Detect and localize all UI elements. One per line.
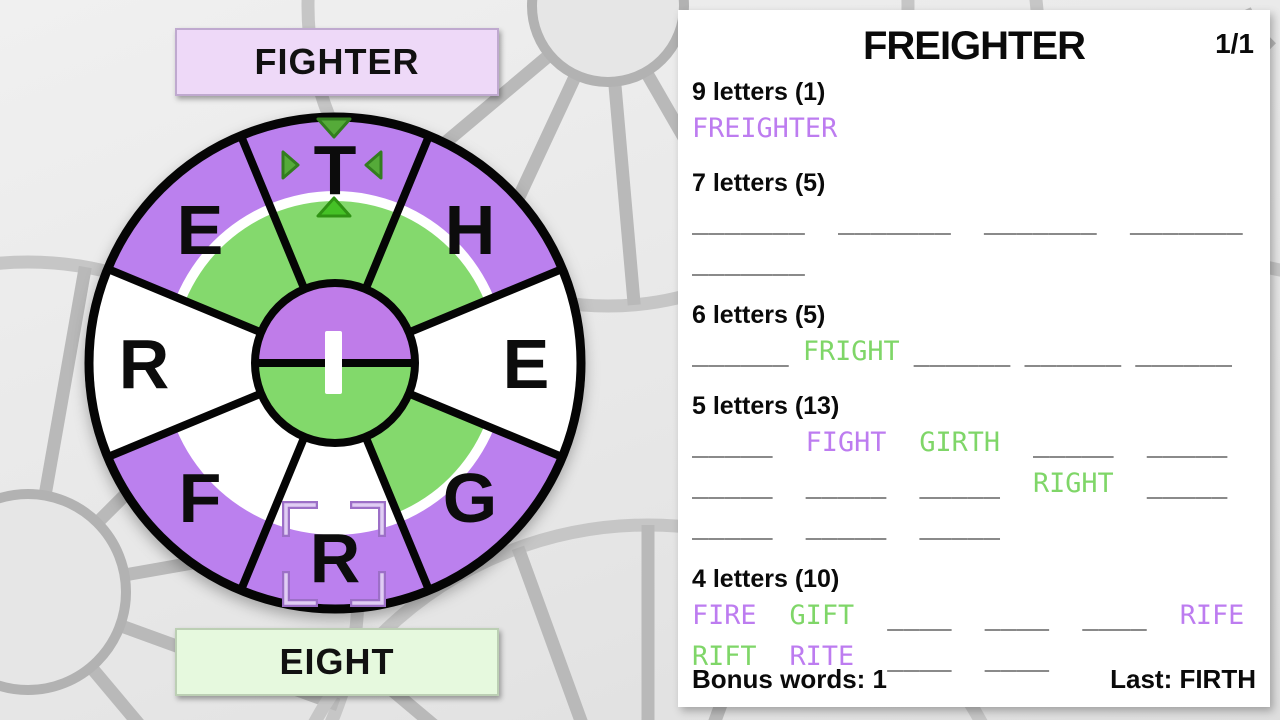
letter-F[interactable]: F	[179, 459, 222, 537]
word-blank: _____	[692, 427, 773, 458]
wedge-inner-T	[273, 200, 397, 290]
word-blank: _____	[805, 468, 887, 499]
current-word-text: FIGHTER	[254, 41, 420, 82]
word-blank: _____	[1146, 468, 1228, 499]
section-heading: 5 letters (13)	[692, 392, 840, 420]
word-blank: _______	[692, 204, 805, 235]
current-word-display: FIGHTER	[175, 28, 499, 96]
letter-R-left[interactable]: R	[119, 325, 170, 403]
word-blank: ______	[1024, 336, 1122, 367]
letter-G[interactable]: G	[443, 459, 497, 537]
center-letter-I	[325, 331, 342, 394]
letter-E-topleft[interactable]: E	[177, 191, 224, 269]
word-blank: _______	[983, 204, 1097, 235]
found-word: GIFT	[789, 600, 855, 631]
wedge-outer-T[interactable]	[240, 116, 430, 205]
hub-top-half	[255, 283, 415, 363]
word-blank: ______	[1135, 336, 1233, 367]
word-blank: ______	[913, 336, 1011, 367]
wheel-letters: T H E G R F R E	[119, 131, 550, 597]
wedge-outer-E-topleft[interactable]	[107, 135, 270, 298]
center-hub[interactable]	[251, 279, 419, 447]
last-found-word-text: EIGHT	[279, 641, 395, 682]
wedge-outer-G[interactable]	[400, 428, 563, 591]
section-heading: 4 letters (10)	[692, 565, 840, 593]
found-word: FIGHT	[805, 427, 887, 458]
word-blank: _____	[1033, 427, 1114, 458]
last-word-label: Last: FIRTH	[1110, 664, 1256, 694]
word-row: _______	[692, 240, 1256, 281]
letter-E-right[interactable]: E	[503, 325, 550, 403]
wedge-outer-H[interactable]	[400, 135, 563, 298]
section-heading: 9 letters (1)	[692, 78, 826, 106]
arrow-up-icon	[316, 196, 352, 218]
hub-ring	[251, 279, 419, 447]
arrow-right-icon	[281, 150, 300, 180]
arrow-focus-indicator	[281, 117, 383, 218]
hub-bottom-half	[255, 363, 415, 443]
section-heading: 6 letters (5)	[692, 301, 826, 329]
word-row: _____ _____ _____ RIGHT _____	[692, 463, 1256, 504]
word-section-4: 4 letters (10) FIRE GIFT ____ ____ ____ RIFE RI…	[692, 565, 1256, 677]
wedge-inner-E-topleft	[185, 213, 305, 333]
letter-R-bottom[interactable]: R	[310, 519, 361, 597]
wedge-dividers	[106, 134, 564, 592]
word-row: _____ FIGHT GIRTH _____ _____	[692, 422, 1256, 463]
found-word: FIRE	[692, 600, 757, 631]
word-blank: _______	[837, 204, 951, 235]
found-word: FRIGHT	[802, 336, 900, 367]
panel-header: FREIGHTER 1/1	[692, 10, 1256, 72]
last-found-word-display: EIGHT	[175, 628, 499, 696]
wheel-outer-ring	[84, 112, 586, 614]
word-blank: ____	[984, 600, 1050, 631]
word-blank: ____	[984, 641, 1050, 672]
word-blank: ____	[887, 641, 952, 672]
word-blank: _____	[692, 509, 773, 540]
word-blank: _______	[1129, 204, 1243, 235]
word-section-7: 7 letters (5)___________________________…	[692, 169, 1256, 281]
word-list-panel: FREIGHTER 1/1 9 letters (1) FREIGHTER 7 le…	[678, 10, 1270, 707]
word-blank: _______	[692, 245, 805, 276]
word-blank: _____	[919, 509, 1001, 540]
found-word: RITE	[789, 641, 855, 672]
bg-wheel-top	[301, 0, 915, 313]
puzzle-title: FREIGHTER	[862, 24, 1086, 68]
wedge-inner-H	[365, 213, 485, 333]
bonus-words-count: Bonus words: 1	[692, 664, 888, 694]
found-word: RIGHT	[1033, 468, 1114, 499]
found-word: RIFE	[1179, 600, 1245, 631]
word-section-6: 6 letters (5)______FRIGHT_______________…	[692, 301, 1256, 372]
word-row: RIFT RITE ____ ____	[692, 636, 1256, 677]
page-indicator[interactable]: 1/1	[1215, 28, 1254, 59]
section-heading: 7 letters (5)	[692, 169, 826, 197]
panel-footer: Bonus words: 1 Last: FIRTH	[692, 664, 1256, 695]
word-row: FREIGHTER	[692, 108, 1256, 149]
word-blank: _____	[692, 468, 773, 499]
word-blank: _____	[1146, 427, 1228, 458]
word-section-9: 9 letters (1) FREIGHTER	[692, 78, 1256, 149]
found-word: GIRTH	[919, 427, 1001, 458]
word-row: ______ FRIGHT ______ ______ ______	[692, 331, 1256, 372]
word-row: _______ _______ _______ _______	[692, 199, 1256, 240]
word-blank: _____	[805, 509, 887, 540]
letter-H[interactable]: H	[445, 191, 496, 269]
found-word: FREIGHTER	[692, 113, 838, 144]
found-word: RIFT	[692, 641, 757, 672]
word-blank: ____	[887, 600, 952, 631]
word-row: _____ _____ _____	[692, 504, 1256, 545]
word-blank: ______	[692, 336, 789, 367]
word-blank: ____	[1082, 600, 1147, 631]
word-blank: _____	[919, 468, 1001, 499]
arrow-left-icon	[364, 150, 383, 180]
wedge-outer-F[interactable]	[107, 428, 270, 591]
word-row: FIRE GIFT ____ ____ ____ RIFE	[692, 595, 1256, 636]
arrow-down-icon	[316, 117, 352, 139]
wedge-inner-G	[365, 393, 485, 513]
letter-T[interactable]: T	[314, 131, 357, 209]
bracket-focus-indicator	[282, 501, 386, 607]
